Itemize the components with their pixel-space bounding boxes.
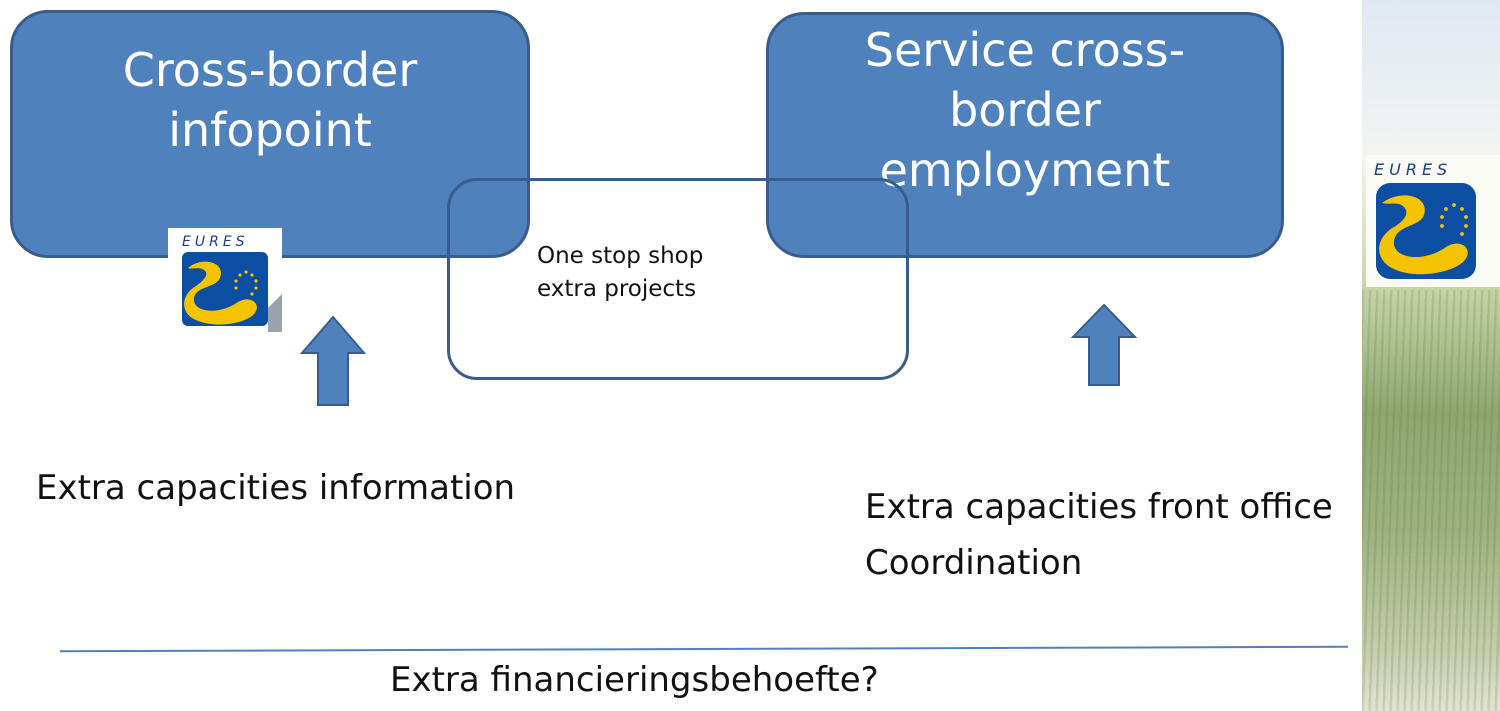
extra-capacities-front-office-label: Extra capacities front office	[865, 487, 1333, 527]
box-right-line2: border	[949, 82, 1101, 137]
box-right-line3: employment	[879, 142, 1171, 197]
extra-capacities-information-label: Extra capacities information	[36, 468, 516, 508]
footer-question: Extra financieringsbehoefte?	[390, 660, 879, 700]
logo-right-text: EURES	[1374, 160, 1452, 179]
one-stop-shop-text: One stop shop extra projects	[537, 243, 704, 303]
up-arrow-icon	[299, 315, 367, 406]
eures-logo-right: EURES	[1366, 155, 1500, 287]
eures-logo-icon: EURES	[182, 234, 282, 332]
eures-logo-left: EURES	[168, 228, 282, 332]
up-arrow-icon	[1070, 303, 1138, 386]
coordination-label: Coordination	[865, 543, 1083, 583]
eures-logo-icon: EURES	[1374, 160, 1476, 279]
cross-border-infopoint-box: Cross-border infopoint	[10, 10, 530, 258]
box-left-line2: infopoint	[168, 102, 372, 157]
horizontal-divider	[60, 645, 1348, 653]
box-left-line1: Cross-border	[122, 43, 418, 97]
box-right-line1: Service cross-	[864, 23, 1186, 77]
service-cross-border-employment-box: Service cross- border employment	[766, 12, 1284, 258]
one-stop-shop-overlap-box	[447, 178, 909, 380]
background-grass-texture	[1362, 290, 1500, 711]
logo-left-text: EURES	[182, 234, 249, 250]
background-photo-strip	[1362, 0, 1500, 711]
